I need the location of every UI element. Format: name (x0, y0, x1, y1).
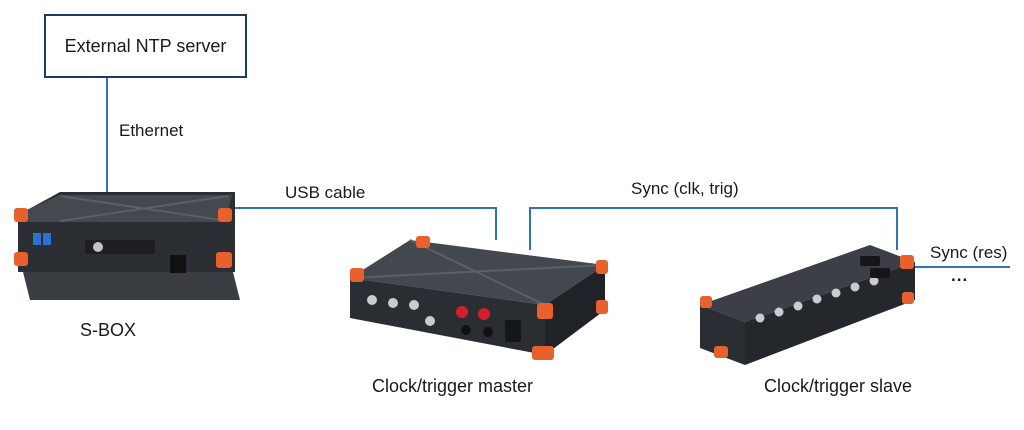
ntp-server-label: External NTP server (64, 35, 227, 56)
continuation-ellipsis: ... (951, 266, 969, 285)
slave-device (700, 245, 915, 365)
master-label: Clock/trigger master (372, 376, 534, 396)
usb-cable-label: USB cable (285, 183, 366, 202)
sbox-device (14, 192, 240, 300)
sync-res-label: Sync (res) (930, 243, 1008, 262)
usb-cable-line (196, 207, 497, 240)
slave-label: Clock/trigger slave (764, 376, 913, 396)
ethernet-label: Ethernet (119, 121, 184, 140)
ntp-server-box: External NTP server (44, 14, 247, 78)
sync-clk-trig-label: Sync (clk, trig) (631, 179, 739, 198)
master-device (349, 236, 608, 360)
sbox-label: S-BOX (80, 320, 137, 340)
sync-clk-trig-line (529, 207, 898, 250)
